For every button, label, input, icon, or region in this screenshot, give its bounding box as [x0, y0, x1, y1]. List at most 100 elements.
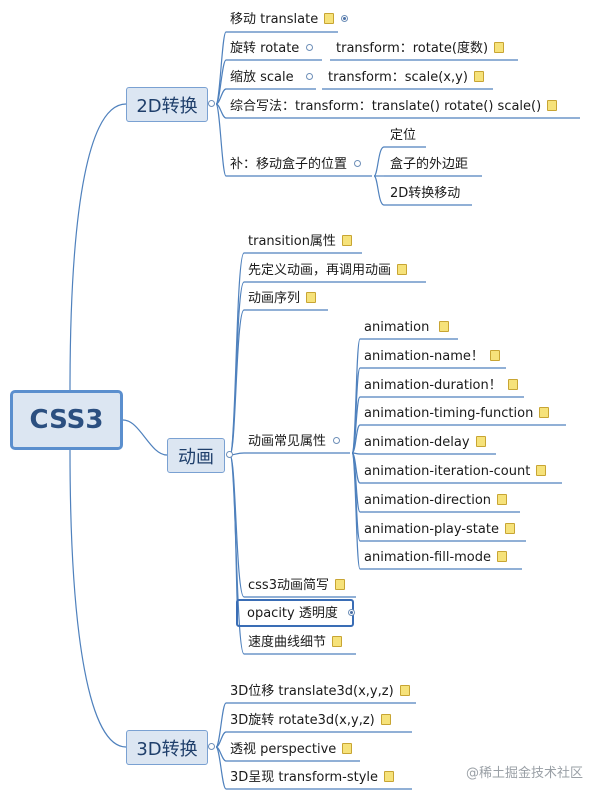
- topic-animation-shorthand[interactable]: css3动画简写: [248, 578, 345, 594]
- topic-label: 旋转 rotate: [230, 41, 300, 56]
- collapse-animation-icon[interactable]: [226, 451, 233, 458]
- topic-label: animation-duration！: [364, 378, 502, 393]
- topic-rotate[interactable]: 旋转 rotate: [230, 41, 314, 57]
- note-icon[interactable]: [507, 379, 518, 390]
- collapse-icon[interactable]: [306, 44, 314, 51]
- topic-label: 3D旋转 rotate3d(x,y,z): [230, 713, 375, 728]
- expand-icon[interactable]: [341, 15, 349, 22]
- prop-animation-timing-function[interactable]: animation-timing-function: [364, 406, 550, 422]
- collapse-3d-icon[interactable]: [208, 743, 215, 750]
- note-icon[interactable]: [536, 465, 547, 476]
- prop-animation[interactable]: animation: [364, 320, 450, 336]
- prop-animation-play-state[interactable]: animation-play-state: [364, 522, 515, 538]
- note-icon[interactable]: [439, 321, 450, 332]
- topic-label: 速度曲线细节: [248, 635, 327, 650]
- topic-move-box-position[interactable]: 补：移动盒子的位置: [230, 157, 362, 173]
- prop-animation-delay[interactable]: animation-delay: [364, 435, 486, 451]
- note-icon[interactable]: [497, 494, 508, 505]
- note-icon[interactable]: [384, 771, 395, 782]
- note-icon[interactable]: [397, 264, 408, 275]
- topic-label: 缩放 scale: [230, 70, 294, 85]
- topic-label: 动画常见属性: [248, 434, 327, 449]
- prop-animation-direction[interactable]: animation-direction: [364, 493, 508, 509]
- branch-animation-label: 动画: [178, 446, 214, 468]
- collapse-2d-icon[interactable]: [208, 100, 215, 107]
- note-icon[interactable]: [497, 551, 508, 562]
- branch-2d-transform[interactable]: 2D转换: [126, 87, 208, 122]
- watermark: @稀土掘金技术社区: [466, 766, 584, 781]
- topic-label: animation-name！: [364, 349, 484, 364]
- topic-label: 盒子的外边距: [390, 157, 469, 172]
- collapse-icon[interactable]: [354, 160, 362, 167]
- topic-opacity[interactable]: opacity 透明度: [247, 606, 355, 622]
- topic-label: animation-iteration-count: [364, 464, 531, 479]
- note-icon[interactable]: [324, 13, 335, 24]
- note-icon[interactable]: [334, 579, 345, 590]
- topic-common-properties[interactable]: 动画常见属性: [248, 434, 341, 450]
- topic-combined-syntax[interactable]: 综合写法：transform：translate() rotate() scal…: [230, 99, 558, 115]
- root-node-css3[interactable]: CSS3: [10, 390, 123, 450]
- note-icon[interactable]: [489, 350, 500, 361]
- prop-animation-duration[interactable]: animation-duration！: [364, 378, 518, 394]
- root-label: CSS3: [29, 405, 104, 435]
- topic-label: css3动画简写: [248, 578, 329, 593]
- topic-rotate-syntax[interactable]: transform：rotate(度数): [336, 41, 505, 57]
- topic-label: 补：移动盒子的位置: [230, 157, 348, 172]
- topic-translate3d[interactable]: 3D位移 translate3d(x,y,z): [230, 684, 410, 700]
- branch-animation[interactable]: 动画: [167, 438, 225, 473]
- topic-label: transition属性: [248, 234, 336, 249]
- topic-label: 综合写法：transform：translate() rotate() scal…: [230, 99, 542, 114]
- topic-label: animation-fill-mode: [364, 550, 492, 565]
- prop-animation-fill-mode[interactable]: animation-fill-mode: [364, 550, 508, 566]
- topic-translate[interactable]: 移动 translate: [230, 12, 349, 28]
- topic-scale-syntax[interactable]: transform：scale(x,y): [328, 70, 484, 86]
- note-icon[interactable]: [539, 407, 550, 418]
- link-2d-bus-2: [215, 59, 227, 105]
- link-2d-bus-3: [215, 88, 227, 105]
- subtopic-2d-move[interactable]: 2D转换移动: [390, 186, 460, 202]
- prop-animation-iteration-count[interactable]: animation-iteration-count: [364, 464, 547, 480]
- topic-label: 3D呈现 transform-style: [230, 770, 379, 785]
- subtopic-positioning[interactable]: 定位: [390, 128, 416, 144]
- branch-2d-label: 2D转换: [136, 95, 198, 117]
- note-icon[interactable]: [332, 636, 343, 647]
- note-icon[interactable]: [473, 71, 484, 82]
- topic-label: animation-play-state: [364, 522, 499, 537]
- collapse-icon[interactable]: [333, 437, 341, 444]
- topic-label: 3D位移 translate3d(x,y,z): [230, 684, 394, 699]
- prop-animation-name[interactable]: animation-name！: [364, 349, 500, 365]
- note-icon[interactable]: [547, 100, 558, 111]
- topic-scale[interactable]: 缩放 scale: [230, 70, 313, 86]
- link-root-3d: [69, 449, 127, 748]
- topic-animation-sequence[interactable]: 动画序列: [248, 291, 317, 307]
- topic-label: 透视 perspective: [230, 742, 337, 757]
- topic-label: animation: [364, 320, 430, 335]
- topic-transform-style[interactable]: 3D呈现 transform-style: [230, 770, 395, 786]
- note-icon[interactable]: [494, 42, 505, 53]
- note-icon[interactable]: [475, 436, 486, 447]
- note-icon[interactable]: [380, 714, 391, 725]
- topic-label: animation-delay: [364, 435, 470, 450]
- subtopic-margin[interactable]: 盒子的外边距: [390, 157, 468, 173]
- expand-icon[interactable]: [347, 609, 355, 616]
- topic-rotate3d[interactable]: 3D旋转 rotate3d(x,y,z): [230, 713, 391, 729]
- topic-define-then-call[interactable]: 先定义动画，再调用动画: [248, 263, 408, 279]
- note-icon[interactable]: [504, 523, 515, 534]
- note-icon[interactable]: [341, 235, 352, 246]
- note-icon[interactable]: [306, 292, 317, 303]
- link-2d-bus-5: [215, 103, 227, 177]
- topic-speed-curve[interactable]: 速度曲线细节: [248, 635, 343, 651]
- collapse-icon[interactable]: [305, 73, 313, 80]
- topic-label: transform：scale(x,y): [328, 70, 468, 85]
- branch-3d-label: 3D转换: [136, 738, 198, 760]
- topic-perspective[interactable]: 透视 perspective: [230, 742, 353, 758]
- topic-transition[interactable]: transition属性: [248, 234, 352, 250]
- link-root-anim: [122, 419, 168, 456]
- topic-label: animation-timing-function: [364, 406, 534, 421]
- note-icon[interactable]: [342, 743, 353, 754]
- note-icon[interactable]: [399, 685, 410, 696]
- topic-label: 动画序列: [248, 291, 301, 306]
- branch-3d-transform[interactable]: 3D转换: [126, 730, 208, 765]
